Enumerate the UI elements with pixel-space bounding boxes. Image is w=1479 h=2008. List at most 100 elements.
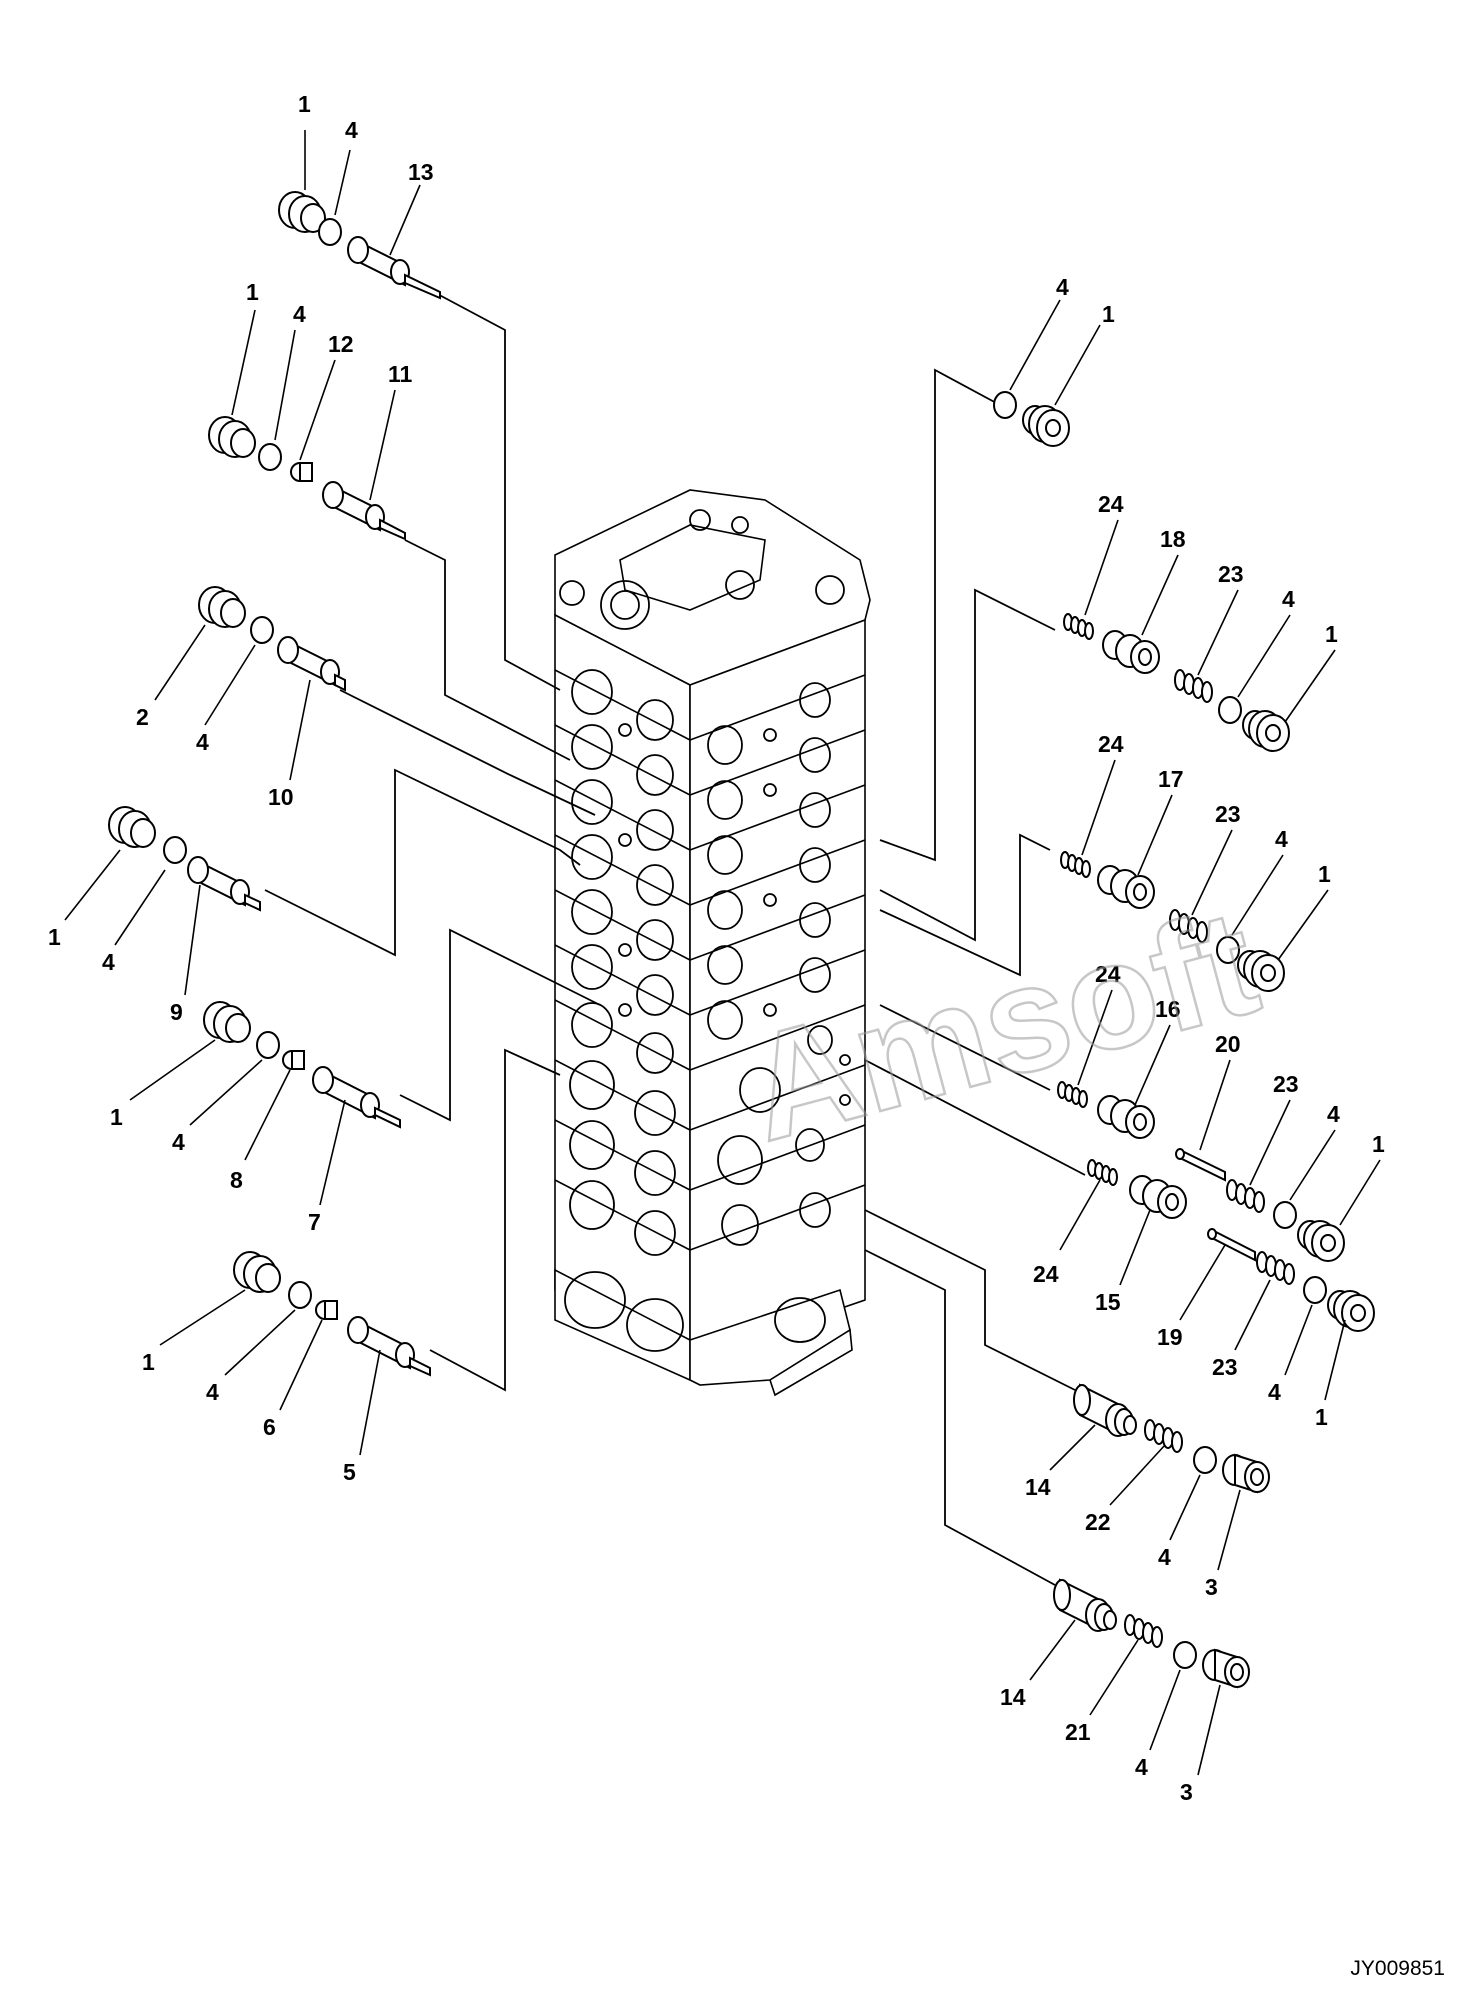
callout: 4	[1275, 826, 1288, 852]
plug-part	[108, 806, 156, 848]
callout: 1	[1315, 1404, 1328, 1430]
o-ring-part	[163, 836, 187, 864]
callout: 24	[1095, 961, 1121, 987]
callout: 24	[1033, 1261, 1059, 1287]
callout: 4	[1282, 586, 1295, 612]
callout: 3	[1180, 1779, 1193, 1805]
plug-part	[198, 586, 246, 628]
spool-group-9: 1 4 9	[48, 806, 261, 1025]
callout: 17	[1158, 766, 1184, 792]
valve-part	[1102, 630, 1160, 674]
callout: 23	[1273, 1071, 1299, 1097]
valve-group-16: 24 16 20 23 4 1	[1057, 961, 1385, 1262]
spool-part	[347, 1316, 431, 1377]
spring-part	[1256, 1251, 1295, 1285]
spool-group-5: 1 4 6 5	[142, 1251, 431, 1485]
callout: 1	[1318, 861, 1331, 887]
spring-part	[1174, 669, 1213, 703]
callout: 11	[388, 361, 413, 387]
o-ring-part	[288, 1281, 312, 1309]
callout: 4	[1268, 1379, 1281, 1405]
callout: 1	[298, 91, 311, 117]
callout: 4	[1135, 1754, 1148, 1780]
plug-part	[1297, 1220, 1345, 1262]
callout: 22	[1085, 1509, 1111, 1535]
spool-part	[277, 636, 346, 692]
spring-part	[1060, 851, 1091, 878]
front-section-lines	[554, 669, 691, 1251]
valve-group-17: 24 17 23 4 1	[1060, 731, 1331, 992]
plug-part	[233, 1251, 281, 1293]
relief-valve-group-lower: 14 21 4 3	[1000, 1578, 1250, 1805]
o-ring-part	[256, 1031, 280, 1059]
valve-part	[1097, 1095, 1155, 1139]
callout: 14	[1025, 1474, 1051, 1500]
callout: 1	[110, 1104, 123, 1130]
side-ports	[707, 682, 851, 1343]
callout: 4	[345, 117, 358, 143]
relief-valve-part	[1053, 1578, 1117, 1632]
callout: 1	[1372, 1131, 1385, 1157]
callout: 23	[1215, 801, 1241, 827]
callout: 19	[1157, 1324, 1183, 1350]
relief-valve-part	[1073, 1383, 1137, 1437]
callout: 4	[172, 1129, 185, 1155]
callout: 16	[1155, 996, 1181, 1022]
valve-group-18: 24 18 23 4 1	[1063, 491, 1338, 752]
o-ring-part	[1218, 696, 1242, 724]
spool-group-11: 1 4 12 11	[208, 279, 413, 541]
spring-part	[1057, 1081, 1088, 1108]
plug-part	[203, 1001, 251, 1043]
spool-group-7: 1 4 8 7	[110, 1001, 401, 1235]
o-ring-part	[1193, 1446, 1217, 1474]
callout: 15	[1095, 1289, 1121, 1315]
callout: 6	[263, 1414, 276, 1440]
callout: 4	[102, 949, 115, 975]
callout: 4	[1327, 1101, 1340, 1127]
callout: 3	[1205, 1574, 1218, 1600]
callout: 1	[246, 279, 259, 305]
front-ports	[564, 669, 684, 1352]
spool-part	[347, 236, 441, 300]
callout: 10	[268, 784, 294, 810]
plug-part	[1022, 405, 1070, 447]
callout: 7	[308, 1209, 321, 1235]
o-ring-part	[1216, 936, 1240, 964]
callout: 8	[230, 1167, 243, 1193]
o-ring-part	[1273, 1201, 1297, 1229]
spool-part	[322, 481, 406, 541]
side-section-lines	[689, 674, 866, 1251]
o-ring-part	[258, 443, 282, 471]
plug-part	[208, 416, 256, 458]
callout: 12	[328, 331, 354, 357]
o-ring-part	[1303, 1276, 1327, 1304]
callout: 4	[1056, 274, 1069, 300]
callout: 5	[343, 1459, 356, 1485]
valve-part	[1097, 865, 1155, 909]
callout: 23	[1218, 561, 1244, 587]
control-valve-body	[554, 489, 871, 1397]
callout: 14	[1000, 1684, 1026, 1710]
spring-part	[1169, 909, 1208, 943]
callout: 2	[136, 704, 149, 730]
spool-group-10: 2 4 10	[136, 586, 346, 810]
callout: 20	[1215, 1031, 1241, 1057]
spring-part	[1226, 1179, 1265, 1213]
piston-part	[290, 462, 313, 482]
plug-part	[1222, 1453, 1270, 1494]
callout: 1	[48, 924, 61, 950]
callout: 13	[408, 159, 434, 185]
assembly-lines	[264, 289, 1086, 1586]
drawing-code: JY009851	[1350, 1957, 1445, 1980]
spool-part	[187, 856, 261, 912]
relief-valve-group-upper: 14 22 4 3	[1025, 1383, 1270, 1600]
o-ring-part	[250, 616, 274, 644]
pin-part	[1207, 1228, 1256, 1262]
plug-part	[1202, 1648, 1250, 1689]
spool-group-13: 1 4 13	[278, 91, 441, 300]
spring-part	[1124, 1614, 1163, 1648]
callout: 1	[1325, 621, 1338, 647]
o-ring-part	[993, 391, 1017, 419]
callout: 1	[142, 1349, 155, 1375]
